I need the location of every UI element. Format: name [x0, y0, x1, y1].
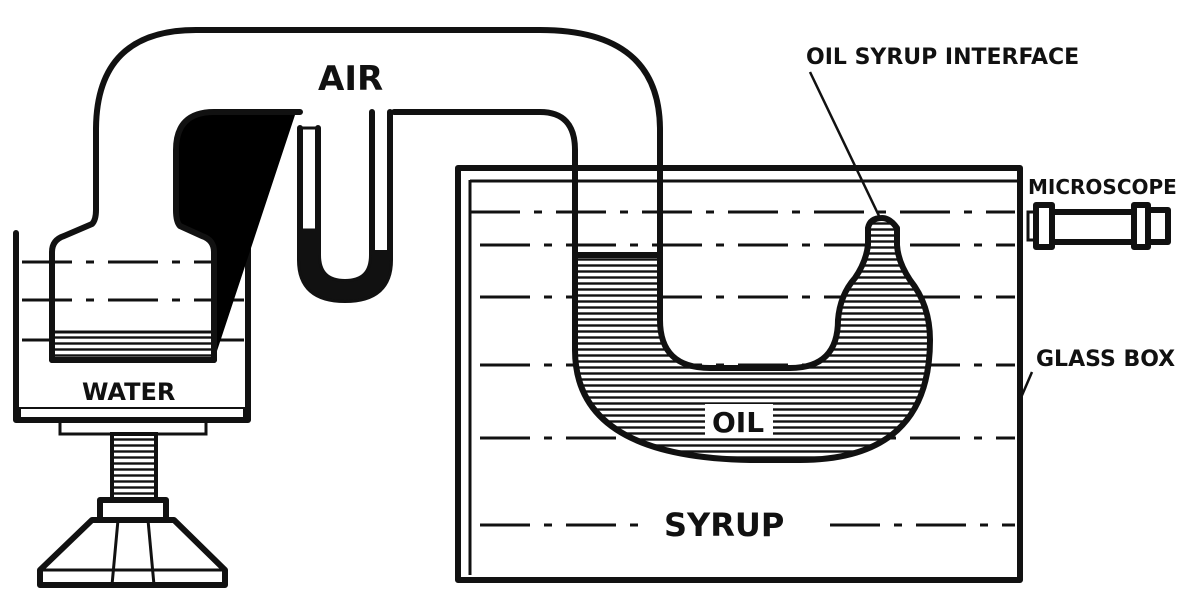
glass-box: [455, 165, 1023, 583]
label-air: AIR: [318, 59, 383, 99]
oil-u-tube: [572, 215, 933, 463]
interface-pointer: [808, 71, 882, 219]
adjustable-stand: [37, 418, 228, 588]
label-microscope: MICROSCOPE: [1028, 175, 1177, 199]
microscope: [1026, 202, 1171, 250]
syrup-level-lines: [470, 210, 1015, 527]
label-oil: OIL: [712, 406, 764, 439]
label-syrup: SYRUP: [664, 506, 784, 544]
manometer: [297, 109, 393, 303]
inverted-bell: [49, 27, 663, 363]
label-oil-syrup-interface: OIL SYRUP INTERFACE: [806, 45, 1079, 70]
label-water: WATER: [82, 378, 175, 406]
glass-box-pointer: [1018, 371, 1034, 401]
label-glass-box: GLASS BOX: [1036, 347, 1175, 372]
